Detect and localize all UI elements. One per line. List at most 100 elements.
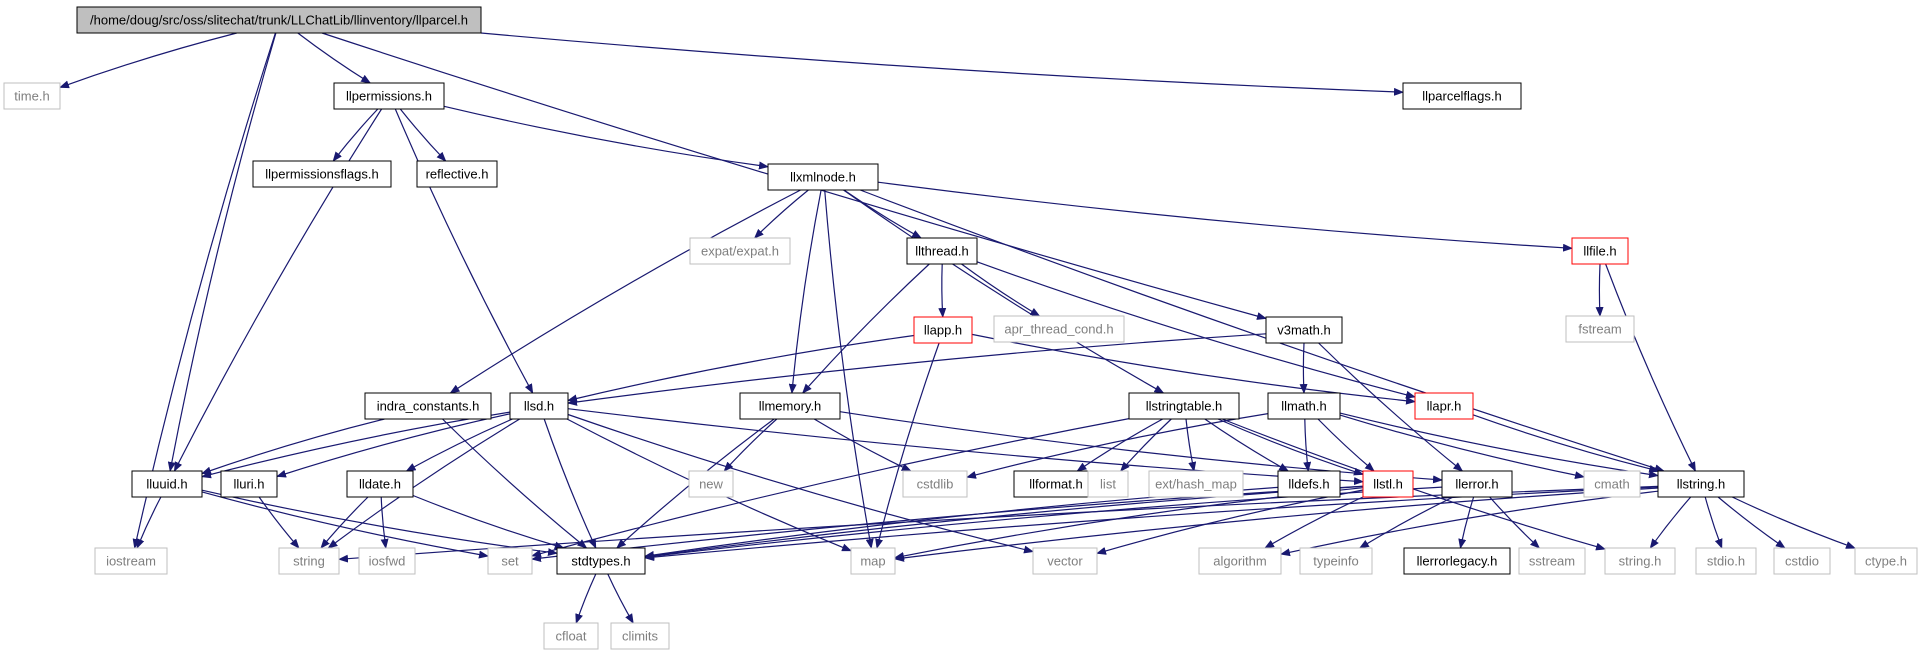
node-llerror_h[interactable]: llerror.h [1441, 470, 1513, 498]
node-llfile_h[interactable]: llfile.h [1571, 237, 1629, 265]
node-box-llsd_h [509, 392, 569, 420]
node-llstring_h[interactable]: llstring.h [1657, 470, 1745, 498]
node-box-llerror_h [1441, 470, 1513, 498]
node-label-iosfwd: iosfwd [369, 554, 406, 569]
node-box-string [278, 547, 340, 575]
node-label-stdio_h: stdio.h [1707, 554, 1745, 569]
node-llformat_h[interactable]: llformat.h [1013, 470, 1099, 498]
edge-llstringtable_h-to-llstl_h [1217, 418, 1364, 476]
node-reflective_h[interactable]: reflective.h [416, 160, 498, 188]
node-box-vector [1032, 547, 1098, 575]
node-box-stdio_h [1695, 547, 1757, 575]
edge-llsd_h-to-lldate_h [405, 418, 513, 472]
node-llstl_h[interactable]: llstl.h [1362, 470, 1414, 498]
node-llapr_h[interactable]: llapr.h [1414, 392, 1474, 420]
node-sstream: sstream [1518, 547, 1586, 575]
edge-llsd_h-to-string [327, 418, 521, 549]
node-box-time_h [3, 82, 61, 110]
node-llpermissionsflags_h[interactable]: llpermissionsflags.h [252, 160, 392, 188]
node-label-llxmlnode_h: llxmlnode.h [790, 170, 856, 185]
node-cfloat: cfloat [543, 622, 599, 650]
edge-llpermissions_h-to-llxmlnode_h [443, 105, 769, 170]
node-ctype_h: ctype.h [1854, 547, 1918, 575]
node-label-indra_constants_h: indra_constants.h [377, 399, 480, 414]
edge-llstringtable_h-to-hash_map [1185, 418, 1197, 472]
node-root[interactable]: /home/doug/src/oss/slitechat/trunk/LLCha… [76, 6, 482, 34]
node-box-lluri_h [220, 470, 278, 498]
edge-llapp_h-to-llapr_h [971, 333, 1416, 405]
node-label-llmemory_h: llmemory.h [759, 399, 822, 414]
edge-llxmlnode_h-to-llthread_h [843, 189, 922, 239]
node-label-lluri_h: lluri.h [233, 477, 264, 492]
node-label-reflective_h: reflective.h [426, 167, 489, 182]
edge-llerror_h-to-sstream [1489, 496, 1541, 549]
node-llerrorlegacy_h[interactable]: llerrorlegacy.h [1403, 547, 1511, 575]
node-llmath_h[interactable]: llmath.h [1267, 392, 1341, 420]
node-list: list [1087, 470, 1129, 498]
edge-llstringtable_h-to-list [1120, 418, 1172, 472]
node-box-list [1087, 470, 1129, 498]
node-label-string_h: string.h [1619, 554, 1662, 569]
node-llstringtable_h[interactable]: llstringtable.h [1128, 392, 1240, 420]
edge-llthread_h-to-llmemory_h [802, 263, 930, 394]
edge-llsd_h-to-lluuid_h [201, 411, 511, 479]
node-label-ctype_h: ctype.h [1865, 554, 1907, 569]
node-cmath: cmath [1583, 470, 1641, 498]
node-box-set [487, 547, 533, 575]
node-llthread_h[interactable]: llthread.h [906, 237, 978, 265]
node-llsd_h[interactable]: llsd.h [509, 392, 569, 420]
node-v3math_h[interactable]: v3math.h [1265, 316, 1343, 344]
node-label-root: /home/doug/src/oss/slitechat/trunk/LLCha… [90, 13, 468, 28]
node-box-cstdio [1773, 547, 1831, 575]
node-label-llpermissions_h: llpermissions.h [346, 89, 432, 104]
node-lluuid_h[interactable]: lluuid.h [131, 470, 203, 498]
node-label-llstringtable_h: llstringtable.h [1146, 399, 1223, 414]
node-climits: climits [610, 622, 670, 650]
node-label-llpermissionsflags_h: llpermissionsflags.h [265, 167, 378, 182]
edge-lldate_h-to-string [320, 496, 369, 549]
node-lluri_h[interactable]: lluri.h [220, 470, 278, 498]
node-stdtypes_h[interactable]: stdtypes.h [556, 547, 646, 575]
node-box-hash_map [1148, 470, 1244, 498]
node-algorithm: algorithm [1198, 547, 1282, 575]
node-set: set [487, 547, 533, 575]
node-label-llthread_h: llthread.h [915, 244, 968, 259]
node-llmemory_h[interactable]: llmemory.h [739, 392, 841, 420]
edge-lluri_h-to-string [258, 496, 300, 549]
node-box-llmath_h [1267, 392, 1341, 420]
node-label-llfile_h: llfile.h [1583, 244, 1616, 259]
node-stdio_h: stdio.h [1695, 547, 1757, 575]
node-label-iostream: iostream [106, 554, 156, 569]
edge-llmath_h-to-cmath [1339, 414, 1585, 480]
node-cstdio: cstdio [1773, 547, 1831, 575]
node-label-lldate_h: lldate.h [359, 477, 401, 492]
edge-llmath_h-to-cstdlib [966, 413, 1269, 479]
edge-llerror_h-to-typeinfo [1358, 496, 1454, 549]
node-label-stdtypes_h: stdtypes.h [571, 554, 630, 569]
node-box-llstring_h [1657, 470, 1745, 498]
node-label-list: list [1100, 477, 1116, 492]
edge-llstringtable_h-to-set [531, 418, 1130, 558]
node-box-llpermissions_h [333, 82, 445, 110]
node-label-cfloat: cfloat [555, 629, 586, 644]
node-box-lldate_h [346, 470, 414, 498]
node-llparcelflags_h[interactable]: llparcelflags.h [1402, 82, 1522, 110]
node-lldate_h[interactable]: lldate.h [346, 470, 414, 498]
node-llapp_h[interactable]: llapp.h [913, 316, 973, 344]
node-label-sstream: sstream [1529, 554, 1575, 569]
node-label-llstl_h: llstl.h [1373, 477, 1403, 492]
edge-llstringtable_h-to-llformat_h [1076, 418, 1163, 472]
node-llpermissions_h[interactable]: llpermissions.h [333, 82, 445, 110]
node-box-llapp_h [913, 316, 973, 344]
node-indra_constants_h[interactable]: indra_constants.h [364, 392, 492, 420]
node-box-ctype_h [1854, 547, 1918, 575]
node-iostream: iostream [94, 547, 168, 575]
node-lldefs_h[interactable]: lldefs.h [1277, 470, 1341, 498]
edge-stdtypes_h-to-cfloat [575, 573, 597, 624]
node-expat_h: expat/expat.h [689, 237, 791, 265]
node-box-lldefs_h [1277, 470, 1341, 498]
node-box-llerrorlegacy_h [1403, 547, 1511, 575]
node-llxmlnode_h[interactable]: llxmlnode.h [767, 163, 879, 191]
node-label-llerrorlegacy_h: llerrorlegacy.h [1417, 554, 1498, 569]
